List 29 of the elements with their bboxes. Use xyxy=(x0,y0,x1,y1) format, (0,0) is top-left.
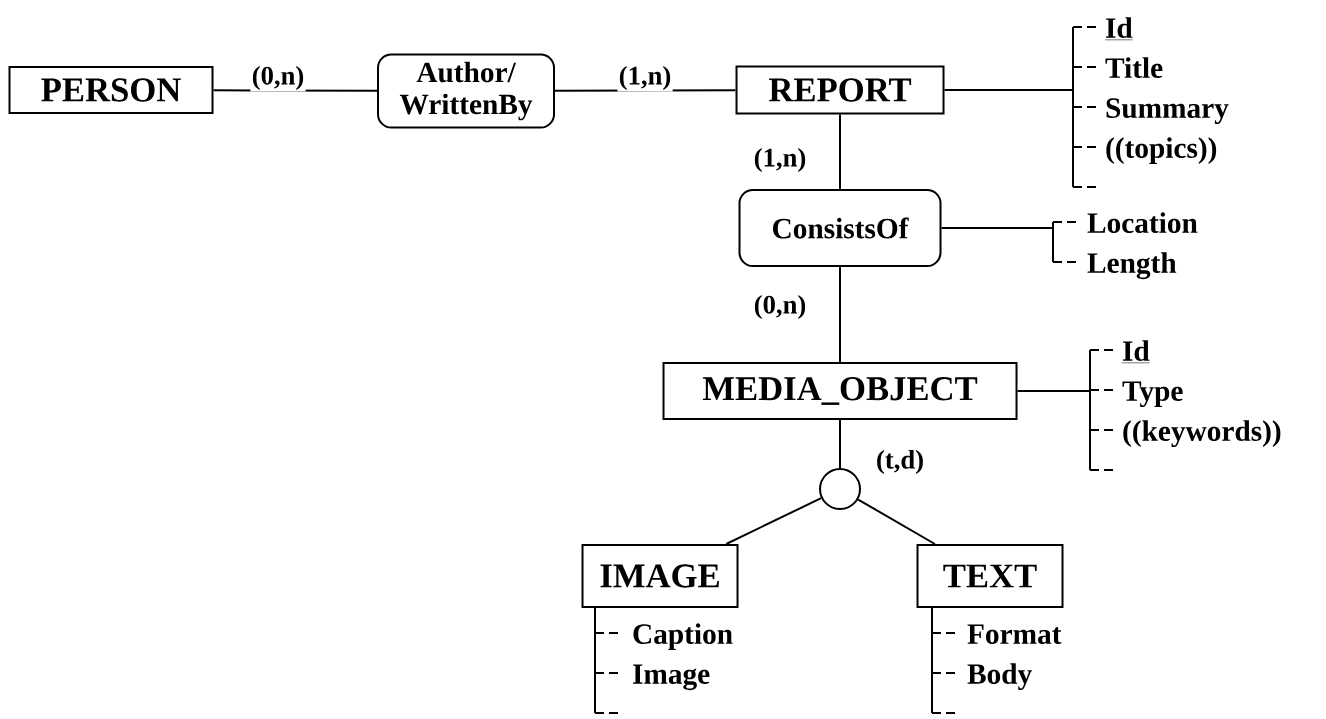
connector-line xyxy=(857,498,936,545)
entity-box: TEXT xyxy=(916,544,1064,608)
circle-symbol xyxy=(819,468,861,510)
attribute-list: Location Length xyxy=(1087,212,1198,280)
attribute-list: Caption Image xyxy=(633,623,733,691)
connector-line xyxy=(594,607,596,634)
connector-line xyxy=(943,89,1074,91)
cardinality-label: (t,d) xyxy=(874,448,926,476)
connector-line xyxy=(839,113,841,190)
connector-line xyxy=(554,89,737,92)
attribute-list: Format Body xyxy=(967,624,1062,690)
connector-line xyxy=(725,497,823,545)
entity-box: REPORT xyxy=(735,65,945,115)
attribute-list: Id Title Summary ((topics)) xyxy=(1104,17,1229,164)
connector-line xyxy=(1016,390,1091,392)
relationship-box: Author/ WrittenBy xyxy=(377,53,555,129)
cardinality-label: (1,n) xyxy=(617,64,673,92)
attribute-list: Id Type ((keywords)) xyxy=(1121,340,1281,447)
entity-box: PERSON xyxy=(8,66,214,114)
relationship-box: ConsistsOf xyxy=(738,189,942,267)
entity-box: IMAGE xyxy=(581,544,739,608)
entity-box: MEDIA_OBJECT xyxy=(662,362,1018,420)
cardinality-label: (1,n) xyxy=(752,146,808,174)
cardinality-label: (0,n) xyxy=(752,293,808,321)
connector-line xyxy=(839,266,841,363)
connector-line xyxy=(839,419,841,469)
connector-line xyxy=(931,607,933,634)
cardinality-label: (0,n) xyxy=(250,64,306,92)
connector-line xyxy=(940,227,1054,229)
